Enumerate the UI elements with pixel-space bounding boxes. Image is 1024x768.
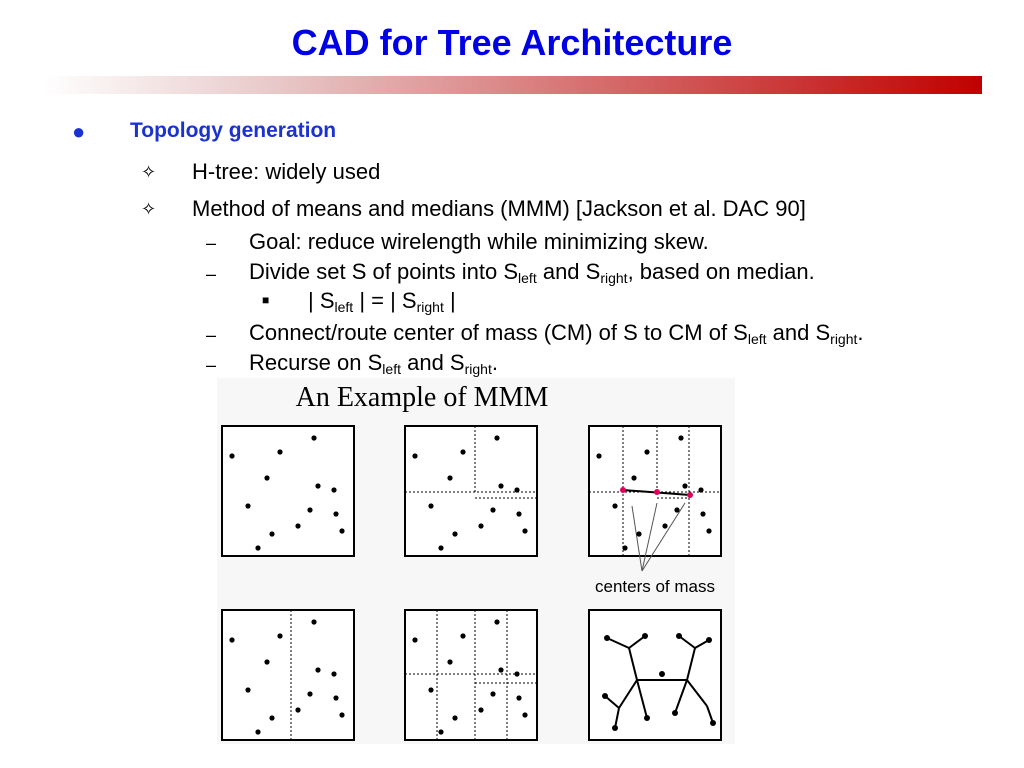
sample-point: [331, 487, 337, 493]
sample-point: [255, 729, 261, 735]
sample-point: [494, 619, 500, 625]
sample-point: [412, 453, 418, 459]
sample-point: [622, 545, 628, 551]
sample-point: [596, 453, 602, 459]
sample-point: [452, 715, 458, 721]
bullet-goal: Goal: reduce wirelength while minimizing…: [249, 229, 709, 254]
sample-point: [277, 449, 283, 455]
sample-point: [631, 475, 637, 481]
sample-point: [255, 545, 261, 551]
sample-point: [522, 528, 528, 534]
centers-of-mass-label: centers of mass: [595, 577, 715, 596]
sample-point: [315, 483, 321, 489]
panel-final-tree: [588, 609, 722, 741]
bullet-equal-partition: | Sleft | = | Sright |: [308, 288, 456, 315]
panel-centers-of-mass: [588, 425, 722, 572]
sample-point: [460, 449, 466, 455]
sample-point: [264, 475, 270, 481]
sample-point: [245, 687, 251, 693]
bullet-topology-generation: Topology generation: [130, 119, 337, 142]
dash-bullet-icon: –: [206, 233, 217, 253]
sample-point: [269, 715, 275, 721]
sample-point: [498, 483, 504, 489]
sample-point: [678, 435, 684, 441]
title-divider-bar: [42, 76, 982, 94]
slide-title: CAD for Tree Architecture: [291, 22, 733, 63]
sample-point: [333, 695, 339, 701]
dash-bullet-icon: –: [206, 325, 217, 345]
panel-first-split: [221, 609, 355, 741]
sample-point: [494, 435, 500, 441]
sample-point: [295, 523, 301, 529]
sample-point: [700, 511, 706, 517]
sample-point: [478, 707, 484, 713]
sample-point: [311, 435, 317, 441]
sample-point: [412, 637, 418, 643]
dash-bullet-icon: –: [206, 264, 217, 284]
sample-point: [331, 671, 337, 677]
sample-point: [428, 503, 434, 509]
sample-point: [516, 695, 522, 701]
sample-point: [706, 528, 712, 534]
mmm-example-figure: An Example of MMM centers of mass: [217, 378, 735, 744]
sample-point: [307, 691, 313, 697]
sample-point: [438, 729, 444, 735]
bullet-connect: Connect/route center of mass (CM) of S t…: [249, 320, 864, 347]
sample-point: [514, 671, 520, 677]
sample-point: [333, 511, 339, 517]
sample-point: [612, 503, 618, 509]
sample-point: [229, 453, 235, 459]
sample-point: [698, 487, 704, 493]
sample-point: [516, 511, 522, 517]
round-bullet-icon: ●: [72, 119, 86, 144]
sample-point: [438, 545, 444, 551]
sample-point: [682, 483, 688, 489]
sample-point: [447, 659, 453, 665]
sample-point: [498, 667, 504, 673]
sparkle-bullet-icon: ✧: [141, 199, 157, 219]
sample-point: [490, 507, 496, 513]
sample-point: [229, 637, 235, 643]
sample-point: [245, 503, 251, 509]
sample-point: [339, 712, 345, 718]
sample-point: [490, 691, 496, 697]
bullet-recurse: Recurse on Sleft and Sright.: [249, 350, 498, 377]
sample-point: [269, 531, 275, 537]
sample-point: [307, 507, 313, 513]
sample-point: [662, 523, 668, 529]
sample-point: [277, 633, 283, 639]
sample-point: [311, 619, 317, 625]
sparkle-bullet-icon: ✧: [141, 162, 157, 182]
sample-point: [295, 707, 301, 713]
dash-bullet-icon: –: [206, 355, 217, 375]
sample-point: [460, 633, 466, 639]
square-bullet-icon: ■: [262, 293, 270, 307]
sample-point: [522, 712, 528, 718]
sample-point: [674, 507, 680, 513]
figure-title: An Example of MMM: [296, 382, 549, 413]
bullet-mmm: Method of means and medians (MMM) [Jacks…: [192, 196, 806, 221]
sample-point: [636, 531, 642, 537]
bullet-htree: H-tree: widely used: [192, 159, 381, 184]
sample-point: [452, 531, 458, 537]
bullet-divide: Divide set S of points into Sleft and Sr…: [249, 259, 815, 286]
sample-point: [315, 667, 321, 673]
sample-point: [264, 659, 270, 665]
sample-point: [428, 687, 434, 693]
sample-point: [447, 475, 453, 481]
sample-point: [514, 487, 520, 493]
sample-point: [644, 449, 650, 455]
sample-point: [339, 528, 345, 534]
sample-point: [478, 523, 484, 529]
